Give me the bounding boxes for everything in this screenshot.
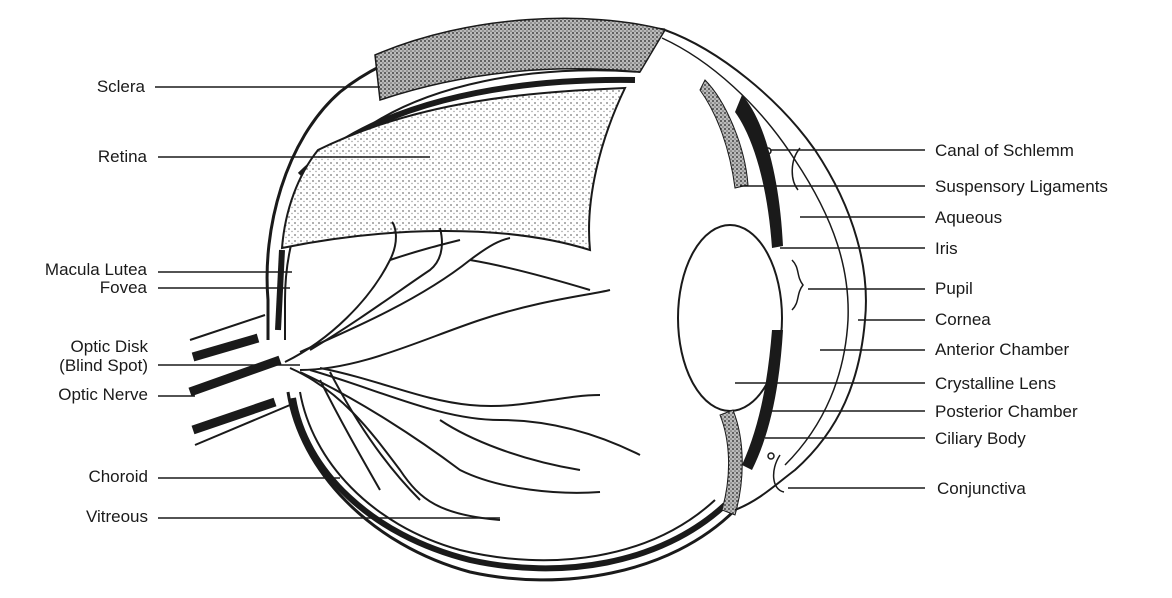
pupil-bracket bbox=[792, 260, 803, 310]
label-aqueous: Aqueous bbox=[935, 208, 1002, 228]
label-crystalline-lens: Crystalline Lens bbox=[935, 374, 1056, 394]
label-suspensory-ligaments: Suspensory Ligaments bbox=[935, 177, 1108, 197]
optic-nerve bbox=[190, 315, 290, 445]
retina-cutaway bbox=[282, 88, 625, 250]
label-optic-nerve: Optic Nerve bbox=[10, 385, 148, 405]
label-ciliary-body: Ciliary Body bbox=[935, 429, 1026, 449]
label-choroid: Choroid bbox=[20, 467, 148, 487]
label-posterior-chamber: Posterior Chamber bbox=[935, 402, 1078, 422]
label-blind-spot: (Blind Spot) bbox=[20, 356, 148, 376]
label-fovea: Fovea bbox=[20, 278, 147, 298]
choroid-band-bottom bbox=[293, 398, 725, 568]
label-sclera: Sclera bbox=[20, 77, 145, 97]
label-optic-disk: Optic Disk bbox=[20, 337, 148, 357]
label-retina: Retina bbox=[20, 147, 147, 167]
ciliary-body-top bbox=[700, 80, 748, 188]
label-macula-lutea: Macula Lutea bbox=[5, 260, 147, 280]
label-iris: Iris bbox=[935, 239, 958, 259]
label-anterior-chamber: Anterior Chamber bbox=[935, 340, 1069, 360]
choroid-band-macula bbox=[278, 250, 282, 330]
ciliary-body-bottom bbox=[720, 410, 742, 515]
retinal-blood-vessels bbox=[285, 222, 640, 520]
label-canal-of-schlemm: Canal of Schlemm bbox=[935, 141, 1074, 161]
label-conjunctiva: Conjunctiva bbox=[937, 479, 1026, 499]
label-cornea: Cornea bbox=[935, 310, 991, 330]
canal-of-schlemm-lower bbox=[768, 453, 774, 459]
label-pupil: Pupil bbox=[935, 279, 973, 299]
label-vitreous: Vitreous bbox=[20, 507, 148, 527]
